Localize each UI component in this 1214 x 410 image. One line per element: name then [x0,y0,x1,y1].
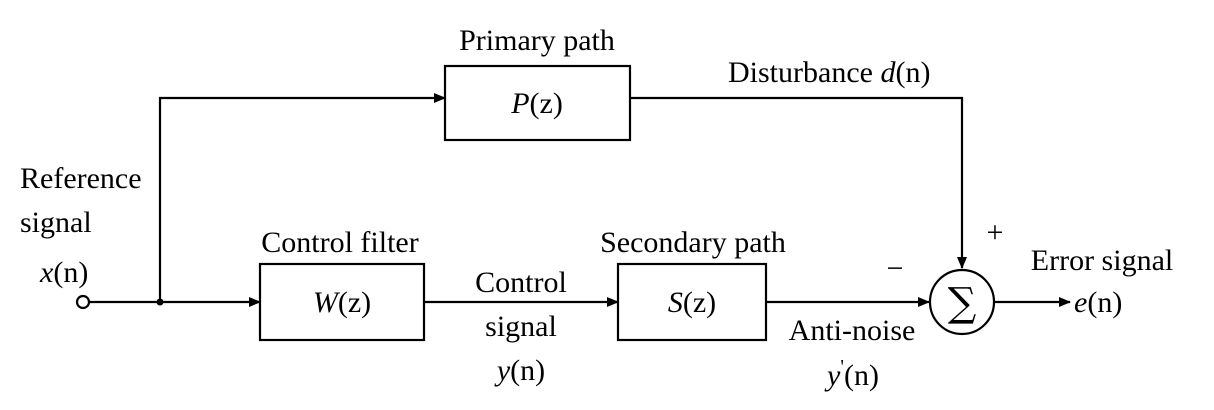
anti-noise-label: Anti-noise [789,314,916,347]
disturbance-arg: (n) [895,56,930,89]
secondary-fn: S [668,286,683,319]
svg-text:W(z): W(z) [313,286,371,319]
svg-text:P(z): P(z) [510,87,563,120]
reference-arg: (n) [53,256,88,289]
primary-path-title: Primary path [459,24,615,57]
primary-path-block: P(z) [443,64,632,142]
svg-text:e(n): e(n) [1074,286,1122,319]
control-arg: (z) [338,286,371,319]
control-filter-block: W(z) [258,262,426,342]
anti-noise-prime: ' [840,356,844,378]
disturbance-var: d [880,56,896,89]
control-fn: W [313,286,341,319]
svg-text:x(n): x(n) [39,256,88,289]
control-signal-arg: (n) [510,354,545,387]
wire-disturbance [630,96,967,269]
secondary-path-title: Secondary path [600,226,786,259]
control-signal-line1: Control [475,266,567,299]
reference-label-line1: Reference [20,162,142,195]
control-signal-var: y [494,354,511,387]
svg-text:y'(n): y'(n) [824,356,879,392]
anti-noise-arg: (n) [844,359,879,392]
input-terminal [75,294,91,310]
summing-junction: ∑ [928,268,996,336]
error-var: e [1074,286,1087,319]
svg-text:Disturbance d(n): Disturbance d(n) [728,56,930,89]
primary-arg: (z) [530,87,563,120]
disturbance-label: Disturbance [728,56,873,89]
control-signal-line2: signal [485,310,557,343]
branch-point [156,298,164,306]
control-filter-title: Control filter [261,226,418,259]
plus-sign: + [987,216,1004,249]
anti-noise-var: y [824,359,841,392]
primary-fn: P [510,87,529,120]
secondary-path-block: S(z) [616,262,768,342]
error-signal-label: Error signal [1031,244,1173,277]
svg-text:y(n): y(n) [494,354,545,387]
sigma-symbol: ∑ [948,280,977,326]
svg-text:S(z): S(z) [668,286,716,319]
reference-var: x [39,256,54,289]
wire-to-primary-path [158,93,446,302]
error-arg: (n) [1087,286,1122,319]
secondary-arg: (z) [683,286,716,319]
reference-label-line2: signal [20,206,92,239]
minus-sign: − [887,252,904,285]
